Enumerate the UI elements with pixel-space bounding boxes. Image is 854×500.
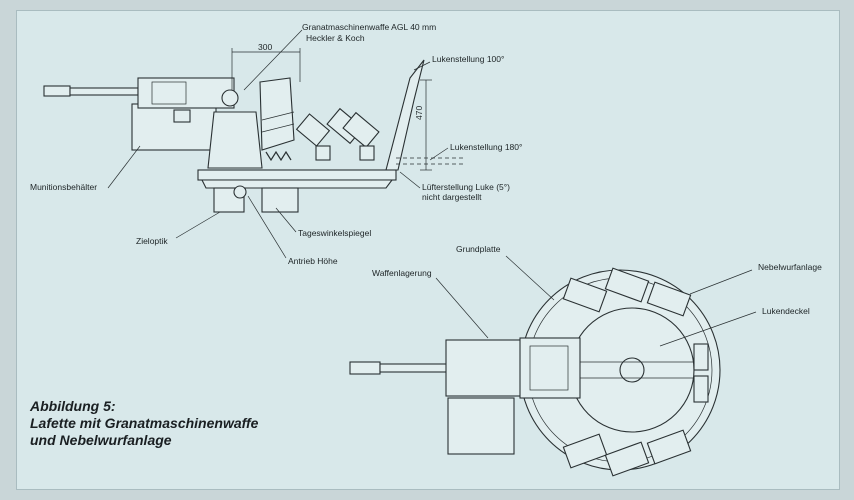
- smoke-launchers-side: [295, 107, 380, 161]
- gun-body-top: [445, 339, 529, 397]
- top-view: [349, 255, 757, 477]
- figure-caption: Abbildung 5: Lafette mit Granatmaschinen…: [30, 398, 258, 449]
- label-base-plate: Grundplatte: [456, 244, 501, 254]
- label-ammo: Munitionsbehälter: [30, 182, 98, 192]
- periscope-body: [261, 187, 299, 213]
- label-gun: Granatmaschinenwaffe AGL 40 mm: [302, 22, 437, 32]
- ammo-box-top: [447, 397, 515, 455]
- label-maker: Heckler & Koch: [306, 33, 365, 43]
- label-hatch-cover: Lukendeckel: [762, 306, 810, 316]
- trunnion: [221, 89, 239, 107]
- caption-line1: Abbildung 5:: [30, 398, 116, 414]
- label-dim-470: 470: [414, 105, 424, 120]
- side-view: [43, 29, 464, 259]
- mount-column: [207, 111, 263, 169]
- base-plate-side: [197, 169, 397, 181]
- label-hatch-5-line2: nicht dargestellt: [422, 192, 482, 202]
- label-periscope: Tageswinkelspiegel: [298, 228, 372, 238]
- label-drive: Antrieb Höhe: [288, 256, 338, 266]
- label-smoke: Nebelwurfanlage: [758, 262, 822, 272]
- label-dim-300: 300: [258, 42, 273, 52]
- barrel-top: [379, 363, 457, 373]
- caption-line2: Lafette mit Granatmaschinenwaffe: [30, 415, 259, 431]
- label-hatch-5-line1: Lüfterstellung Luke (5°): [422, 182, 510, 192]
- muzzle-top: [349, 361, 381, 375]
- weapon-mount-top: [519, 337, 581, 399]
- barrel: [69, 87, 139, 96]
- caption-line3: und Nebelwurfanlage: [30, 432, 172, 448]
- label-sight: Zieloptik: [136, 236, 168, 246]
- label-hatch-180: Lukenstellung 180°: [450, 142, 523, 152]
- muzzle: [43, 85, 71, 97]
- label-mount: Waffenlagerung: [372, 268, 432, 278]
- smoke-launchers-top: [562, 267, 692, 477]
- elevation-drive: [233, 185, 247, 199]
- label-hatch-100: Lukenstellung 100°: [432, 54, 505, 64]
